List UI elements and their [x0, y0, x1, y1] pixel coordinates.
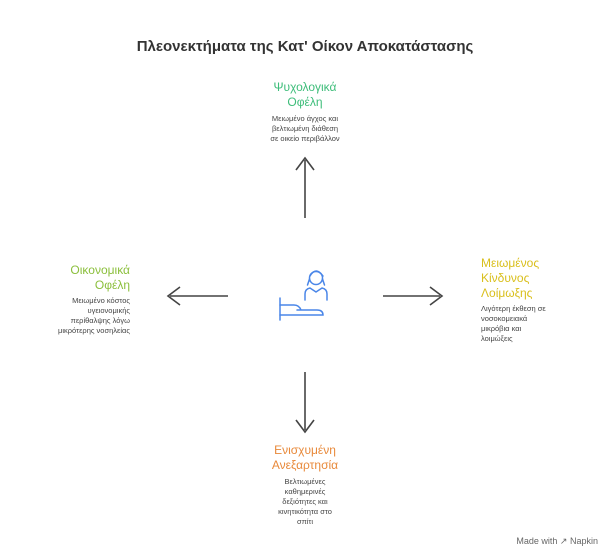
desc-line: βελτιωμένη διάθεση — [271, 124, 339, 133]
branch-bottom-desc: Βελτιωμένες καθημερινές δεξιότητες και κ… — [225, 477, 385, 527]
desc-line: Βελτιωμένες — [284, 477, 326, 486]
title-line: Λοίμωξης — [481, 286, 533, 300]
title-line: Οφέλη — [94, 278, 130, 292]
desc-line: κινητικότητα στο — [278, 507, 332, 516]
desc-line: σε οικείο περιβάλλον — [270, 134, 340, 143]
branch-left-title: Οικονομικά Οφέλη — [20, 263, 130, 293]
desc-line: σπίτι — [296, 517, 314, 526]
footer-brand: Napkin — [569, 536, 598, 546]
branch-left-desc: Μειωμένο κόστος υγειονομικής περίθαλψης … — [20, 296, 130, 336]
arrow-right — [383, 286, 444, 306]
footer-label: Made with — [516, 536, 558, 546]
desc-line: υγειονομικής — [87, 306, 130, 315]
branch-bottom-title: Ενισχυμένη Ανεξαρτησία — [225, 443, 385, 473]
desc-line: καθημερινές — [284, 487, 326, 496]
branch-right-desc: Λιγότερη έκθεση σε νοσοκομειακά μικρόβια… — [481, 304, 591, 344]
branch-top-title: Ψυχολογικά Οφέλη — [225, 80, 385, 110]
title-line: Ψυχολογικά — [273, 80, 337, 94]
arrow-down — [295, 372, 315, 434]
desc-line: νοσοκομειακά — [481, 314, 528, 323]
desc-line: μικρότερης νοσηλείας — [58, 326, 130, 335]
title-line: Ενισχυμένη — [274, 443, 336, 457]
desc-line: Μειωμένο άγχος και — [271, 114, 339, 123]
title-line: Κίνδυνος — [481, 271, 530, 285]
title-line: Οικονομικά — [70, 263, 130, 277]
branch-right-title: Μειωμένος Κίνδυνος Λοίμωξης — [481, 256, 591, 301]
napkin-watermark: Made with ↗ Napkin — [516, 536, 598, 547]
desc-line: μικρόβια και — [481, 324, 522, 333]
title-line: Ανεξαρτησία — [271, 458, 339, 472]
branch-top-desc: Μειωμένο άγχος και βελτιωμένη διάθεση σε… — [225, 114, 385, 144]
desc-line: Μειωμένο κόστος — [72, 296, 130, 305]
napkin-logo-icon: ↗ — [559, 536, 568, 546]
title-line: Οφέλη — [287, 95, 323, 109]
arrow-up — [295, 156, 315, 218]
arrow-left — [166, 286, 228, 306]
desc-line: περίθαλψης λόγω — [70, 316, 130, 325]
desc-line: δεξιότητες και — [282, 497, 328, 506]
title-line: Μειωμένος — [481, 256, 540, 270]
desc-line: λοιμώξεις — [481, 334, 513, 343]
diagram-title: Πλεονεκτήματα της Κατ' Οίκον Αποκατάστασ… — [136, 38, 474, 55]
desc-line: Λιγότερη έκθεση σε — [481, 304, 546, 313]
caregiver-patient-bed-icon — [279, 270, 328, 321]
